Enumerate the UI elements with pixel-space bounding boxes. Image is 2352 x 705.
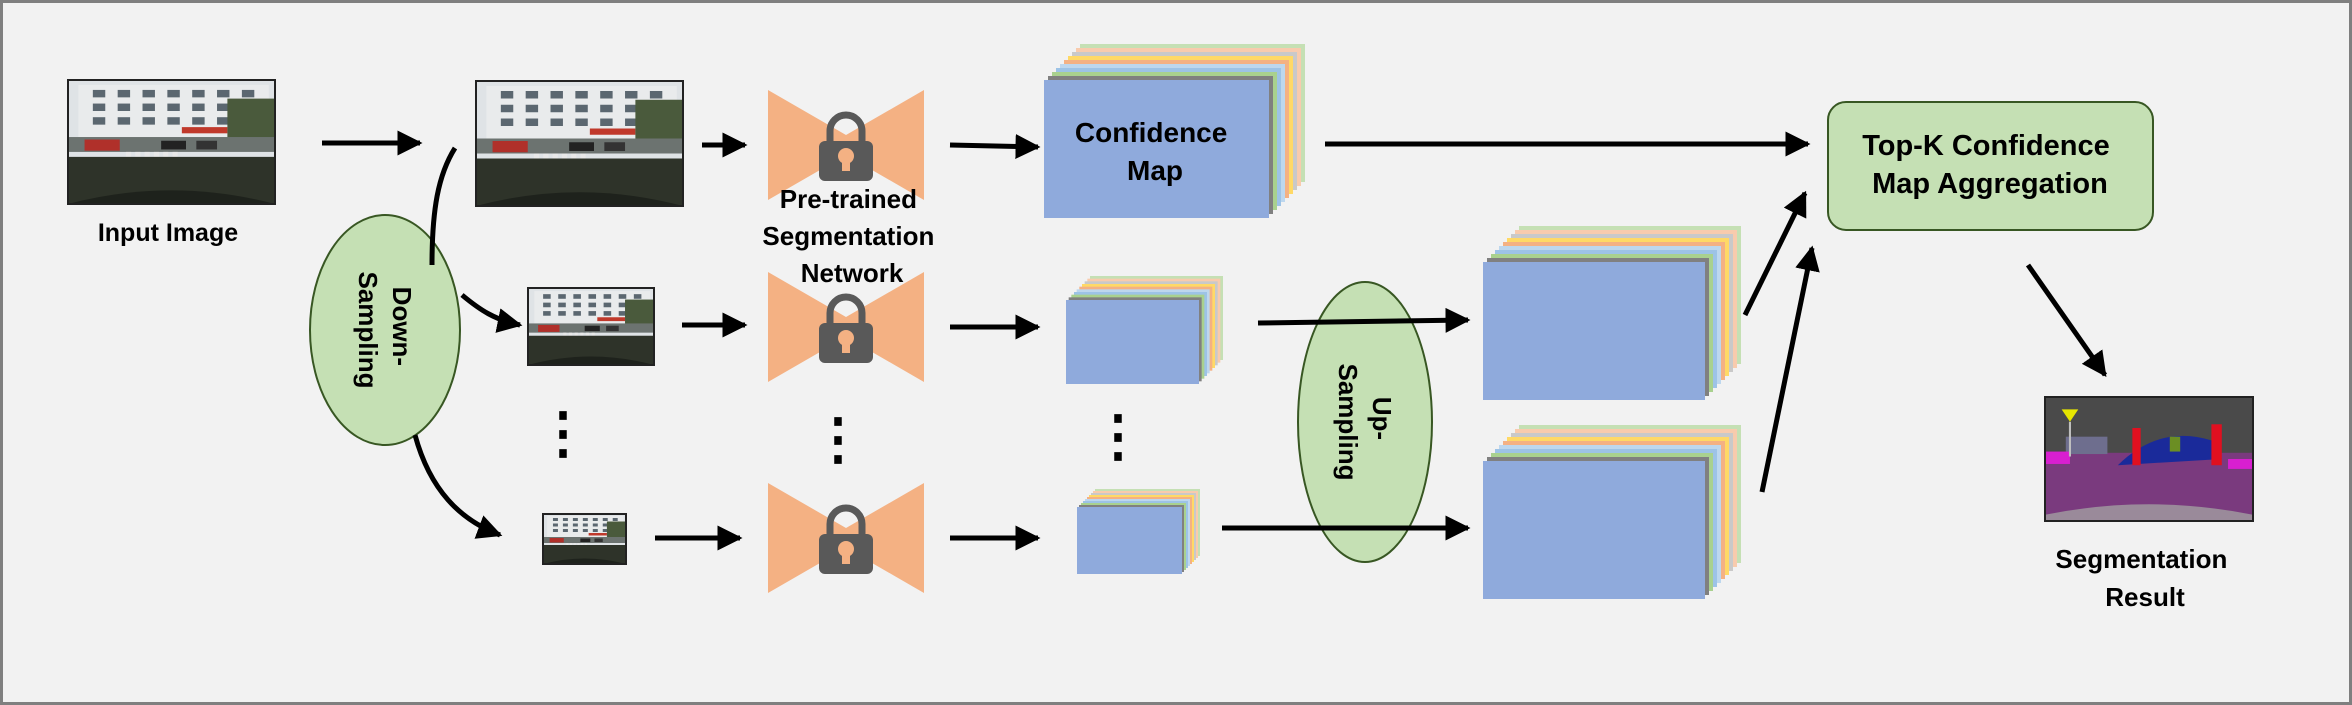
- arrow-net1-to-map1: [949, 133, 1041, 159]
- network-label: Pre-trained Segmentation Network: [762, 184, 941, 288]
- input-image-label: Input Image: [98, 219, 238, 247]
- arrow-upmap2-to-topk: [1759, 245, 1820, 493]
- segmentation-result-image: [2044, 396, 2254, 522]
- lock-icon: [819, 504, 873, 574]
- confidence-map-label: Confidence Map: [1075, 117, 1235, 186]
- lock-icon: [819, 111, 873, 181]
- segmentation-network-3: [768, 483, 924, 593]
- photo-scale-1: [475, 80, 684, 207]
- arrow-topk-to-result: [2025, 263, 2108, 378]
- up-sampling-label: Up- Sampling: [1333, 363, 1397, 480]
- segmentation-network-1: [768, 90, 924, 200]
- arrow-upmap1-to-topk: [1742, 190, 1808, 317]
- ellipsis-networks: ⋮: [810, 407, 866, 470]
- ellipsis-maps: ⋮: [1090, 404, 1146, 467]
- lock-icon: [819, 293, 873, 363]
- upsampled-map-1: [1483, 226, 1741, 400]
- input-photo: [67, 79, 276, 205]
- ellipsis-photos: ⋮: [535, 401, 591, 464]
- confidence-map-scale-2: [1066, 276, 1223, 384]
- upsampled-map-2: [1483, 425, 1741, 599]
- photo-scale-2: [527, 287, 655, 366]
- confidence-map-scale-1: [1044, 44, 1305, 218]
- topk-aggregation-label: Top-K Confidence Map Aggregation: [1862, 130, 2118, 200]
- segmentation-result-label: Segmentation Result: [2055, 544, 2234, 612]
- topk-aggregation-box: [1827, 101, 2154, 231]
- confidence-map-scale-3: [1077, 489, 1200, 574]
- arrow-down-branch-bottom: [412, 434, 503, 539]
- arrow-down-branch-mid: [460, 293, 523, 333]
- down-sampling-ellipse: [309, 214, 461, 446]
- segmentation-network-2: [768, 272, 924, 382]
- photo-scale-3: [542, 513, 627, 565]
- down-sampling-label: Down- Sampling: [353, 271, 417, 388]
- up-sampling-ellipse: [1297, 281, 1433, 563]
- arrow-down-branch-top: [429, 146, 458, 266]
- arrow-map2-to-upmap1: [1257, 307, 1471, 333]
